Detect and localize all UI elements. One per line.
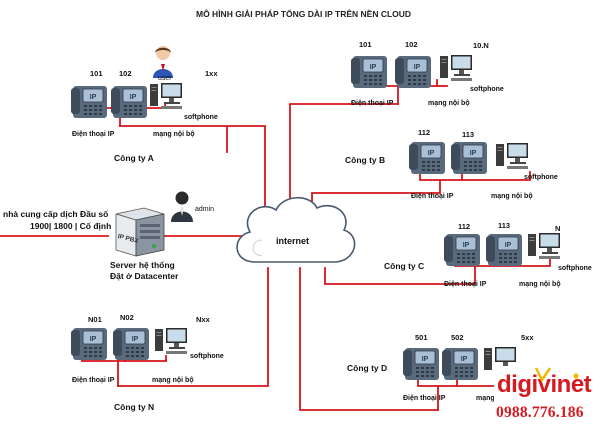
ext-label: Nxx [196, 315, 210, 324]
server-label: Server hệ thống [110, 260, 175, 270]
lan-label: mạng [476, 395, 495, 402]
ext-label: 102 [405, 40, 418, 49]
lan-label: mạng nội bộ [153, 131, 195, 138]
ext-label: 101 [359, 40, 372, 49]
company-name: Công ty D [347, 363, 388, 373]
user-label: user [158, 75, 172, 82]
ip-phone-icon [485, 228, 525, 268]
ext-label: N02 [120, 313, 134, 322]
ext-label: 502 [451, 333, 464, 342]
ip-phone-icon [350, 50, 390, 90]
computer-icon [150, 80, 184, 112]
lan-label: mạng nội bộ [152, 377, 194, 384]
admin-icon [171, 191, 193, 222]
ext-label: 113 [462, 130, 475, 139]
company-name: Công ty B [345, 155, 386, 165]
company-name: Công ty N [114, 402, 155, 412]
internet-label: internet [276, 236, 310, 246]
softphone-label: softphone [470, 86, 504, 93]
ip-phone-icon [441, 342, 481, 382]
ip-phone-icon [70, 80, 110, 120]
ext-label: 112 [458, 222, 471, 231]
ext-label: N [555, 224, 561, 233]
ip-phone-icon [394, 50, 434, 90]
computer-icon [528, 230, 562, 262]
cloud-icon [236, 196, 356, 263]
server-location-label: Đặt ở Datacenter [110, 271, 179, 281]
ip-phone-icon [443, 228, 483, 268]
lan-label: mạng nội bộ [491, 193, 533, 200]
ext-label: 1xx [205, 69, 218, 78]
computer-icon [155, 325, 189, 357]
computer-icon [496, 140, 530, 172]
softphone-label: softphone [190, 353, 224, 360]
ip-phone-icon [110, 80, 150, 120]
ip-phone-icon [408, 136, 448, 176]
admin-label: admin [195, 206, 215, 213]
company-name: Công ty C [384, 261, 425, 271]
brand-hotline: 0988.776.186 [496, 404, 584, 421]
ip-phone-icon [112, 322, 152, 362]
ip-phone-label: Điện thoại IP [72, 131, 115, 138]
ip-phone-icon [450, 136, 490, 176]
computer-icon [440, 52, 474, 84]
ext-label: 10.N [473, 41, 489, 50]
ext-label: 101 [90, 69, 103, 78]
brand-watermark: digivinet 0988.776.186 [494, 366, 598, 424]
lan-label: mạng nội bộ [519, 281, 561, 288]
ext-label: N01 [88, 315, 102, 324]
ext-label: 5xx [521, 333, 534, 342]
ip-phone-icon [402, 342, 442, 382]
provider-numbers: 1900| 1800 | Cố định [30, 221, 112, 231]
ip-phone-label: Điện thoại IP [351, 100, 394, 107]
ip-phone-label: Điện thoại IP [403, 395, 446, 402]
ext-label: 102 [119, 69, 132, 78]
ip-phone-label: Điện thoại IP [411, 193, 454, 200]
ext-label: 112 [418, 128, 431, 137]
softphone-label: softphone [184, 114, 218, 121]
ext-label: 113 [498, 221, 511, 230]
lan-label: mạng nội bộ [428, 100, 470, 107]
ip-phone-icon [70, 322, 110, 362]
ip-phone-label: Điện thoại IP [444, 281, 487, 288]
softphone-label: softphone [524, 174, 558, 181]
company-name: Công ty A [114, 153, 154, 163]
diagram-title: MÔ HÌNH GIẢI PHÁP TỔNG DÀI IP TRÊN NỀN C… [196, 9, 412, 19]
ext-label: 501 [415, 333, 428, 342]
softphone-label: softphone [558, 265, 592, 272]
ip-phone-label: Điện thoại IP [72, 377, 115, 384]
provider-label: nhà cung cấp dịch Đầu số [3, 209, 109, 219]
user-icon [153, 46, 173, 78]
server-icon: IP PBX [115, 207, 165, 257]
brand-logo: digivinet [494, 366, 598, 400]
